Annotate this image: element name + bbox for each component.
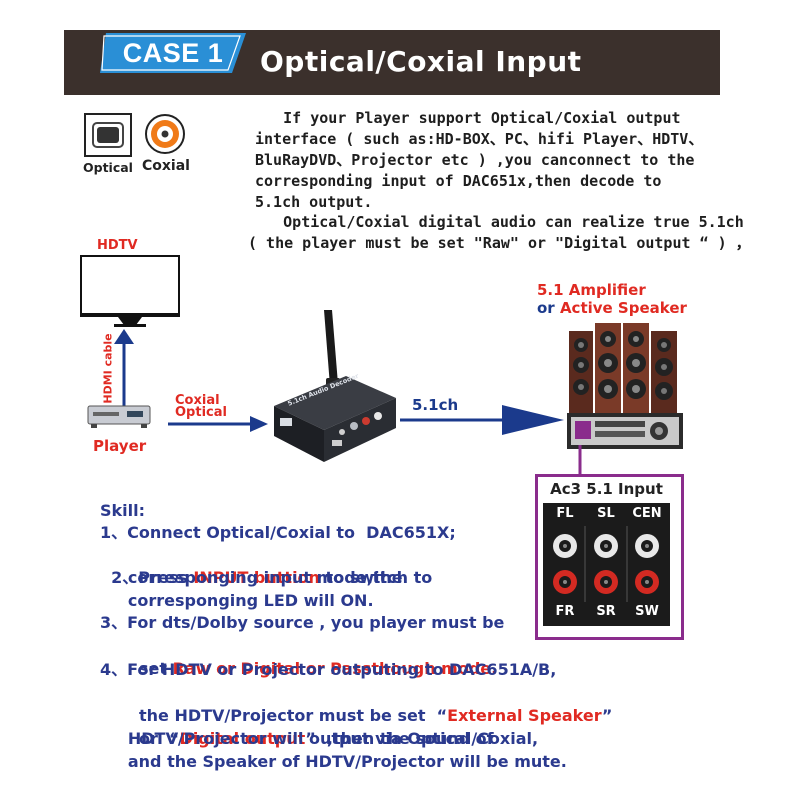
amplifier-line-1: 5.1 Amplifier bbox=[537, 281, 646, 299]
ac3-connector-line bbox=[578, 445, 582, 477]
page-title: Optical/Coxial Input bbox=[260, 45, 582, 78]
jack-label-sw: SW bbox=[635, 604, 659, 619]
skill-item-3-prefix: set bbox=[111, 659, 173, 678]
coxial-cable-label: Coxial bbox=[175, 393, 220, 408]
intro-line-4: corresponding input of DAC651x,then deco… bbox=[255, 172, 662, 190]
optical-cable-label: Optical bbox=[175, 405, 227, 420]
hdmi-arrow bbox=[114, 329, 134, 406]
intro-line-6: Optical/Coxial digital audio can realize… bbox=[238, 213, 744, 231]
ac3-jacks bbox=[553, 526, 659, 602]
input-arrow bbox=[168, 416, 268, 432]
skill-item-3-line-2: set Raw or Digital or Passthough mode. bbox=[100, 634, 497, 680]
optical-port-icon bbox=[84, 113, 132, 157]
intro-line-1: If your Player support Optical/Coxial ou… bbox=[238, 109, 681, 127]
skill-item-2-line-2: corresponging input mode,the bbox=[100, 568, 403, 587]
skill-item-2-highlight: INPUT buttion bbox=[193, 568, 320, 587]
optical-port-label: Optical bbox=[83, 160, 133, 175]
jack-label-fl: FL bbox=[556, 506, 574, 521]
case-tab-shape bbox=[100, 33, 246, 73]
skill-item-2: 2、Press INPUT buttion to switch to bbox=[100, 543, 432, 589]
jack-label-fr: FR bbox=[555, 604, 575, 619]
intro-line-2: interface ( such as:HD-BOX、PC、hifi Playe… bbox=[255, 130, 704, 148]
ac3-jack-panel bbox=[543, 503, 670, 626]
amplifier-line-2-highlight: Active Speaker bbox=[559, 299, 687, 317]
player-icon bbox=[87, 405, 151, 428]
skill-item-4-line-2-prefix: the HDTV/Projector must be set “ bbox=[111, 706, 448, 725]
intro-line-5: 5.1ch output. bbox=[255, 193, 373, 211]
intro-line-7: ( the player must be set "Raw" or "Digit… bbox=[248, 234, 751, 252]
player-label: Player bbox=[93, 437, 147, 455]
skill-item-4-line-3-highlight: Digital output bbox=[179, 729, 306, 748]
amplifier-line-2-prefix: or bbox=[537, 299, 560, 317]
ac3-title: Ac3 5.1 Input bbox=[550, 480, 663, 498]
coxial-port-icon bbox=[141, 113, 189, 157]
skill-item-4-line-5: and the Speaker of HDTV/Projector will b… bbox=[100, 752, 567, 771]
skill-item-2-suffix: to switch to bbox=[319, 568, 433, 587]
skill-item-4-line-3-prefix: or “ bbox=[111, 729, 180, 748]
intro-line-3: BluRayDVD、Projector etc ) ,you canconnec… bbox=[255, 151, 695, 169]
skill-item-4-line-4: HDTV/Projector will output via Optical/C… bbox=[100, 729, 539, 748]
skill-item-4-line-3: or “Digital output” ,then the sound of bbox=[100, 704, 494, 750]
skill-item-1: 1、Connect Optical/Coxial to DAC651X; bbox=[100, 523, 456, 542]
jack-label-sl: SL bbox=[597, 506, 615, 521]
skill-item-2-prefix: 2、Press bbox=[111, 568, 194, 587]
speaker-system-icon bbox=[567, 323, 683, 449]
skill-item-4-line-2-suffix: ” bbox=[601, 706, 613, 725]
output-arrow bbox=[400, 405, 564, 435]
skill-item-3: 3、For dts/Dolby source , you player must… bbox=[100, 613, 505, 632]
skill-item-4-line-2-highlight: External Speaker bbox=[447, 706, 602, 725]
skill-item-2-line-3: corresponging LED will ON. bbox=[100, 591, 374, 610]
case-label: CASE 1 bbox=[122, 38, 224, 68]
coxial-port-label: Coxial bbox=[142, 158, 190, 174]
skill-heading: Skill: bbox=[100, 501, 146, 520]
hdtv-icon bbox=[80, 255, 180, 327]
amplifier-label: 5.1 Amplifier bbox=[537, 281, 646, 299]
hdtv-label: HDTV bbox=[97, 238, 138, 253]
skill-item-4-line-3-suffix: ” ,then the sound of bbox=[305, 729, 494, 748]
active-speaker-label: or Active Speaker bbox=[537, 299, 687, 317]
jack-label-cen: CEN bbox=[632, 506, 662, 521]
decoder-device-icon bbox=[274, 310, 396, 462]
jack-label-sr: SR bbox=[596, 604, 616, 619]
skill-item-3-highlight: Raw or Digital or Passthough mode. bbox=[172, 659, 498, 678]
skill-item-4: 4、For HDTV or Projector outputing to DAC… bbox=[100, 660, 557, 679]
hdmi-cable-label: HDMI cable bbox=[101, 333, 115, 404]
skill-item-4-line-2: the HDTV/Projector must be set “External… bbox=[100, 681, 612, 727]
output-label: 5.1ch bbox=[412, 396, 459, 414]
